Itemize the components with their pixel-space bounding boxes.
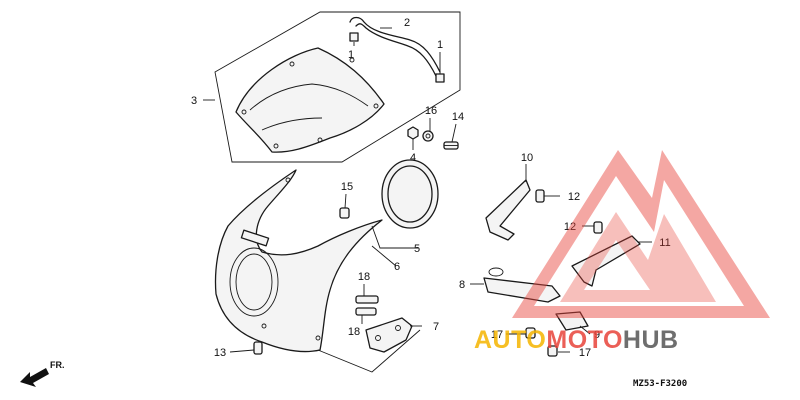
callout-12-lower: 12 <box>564 221 576 233</box>
clip-part-right <box>435 73 445 83</box>
leader-lines <box>203 27 652 373</box>
callout-3: 3 <box>191 95 197 107</box>
ring-5-part <box>381 159 439 229</box>
callout-12-upper: 12 <box>568 191 580 203</box>
bolt-12a-part <box>535 189 545 203</box>
callout-10: 10 <box>521 152 533 164</box>
callout-17-right: 17 <box>579 347 591 359</box>
bracket-9-part <box>555 311 589 331</box>
windscreen-group-outline <box>214 11 461 163</box>
callout-11: 11 <box>659 237 670 249</box>
screw-14-part <box>443 141 459 150</box>
washer-4-part <box>407 126 419 140</box>
callout-2: 2 <box>404 17 410 29</box>
watermark-text-hub: HUB <box>623 326 679 354</box>
stay-7-part <box>365 317 413 353</box>
callout-16: 16 <box>425 105 437 117</box>
callout-18-lower: 18 <box>348 326 360 338</box>
callout-4: 4 <box>410 152 416 164</box>
bolt-17a-part <box>525 327 536 339</box>
direction-label: FR. <box>50 360 65 370</box>
callout-18-upper: 18 <box>358 271 370 283</box>
callouts: 1 1 2 3 4 5 6 7 8 9 10 11 12 12 13 14 15… <box>191 17 671 359</box>
windscreen-part <box>235 47 385 153</box>
part-code: MZ53-F3200 <box>633 379 687 389</box>
callout-13: 13 <box>214 347 226 359</box>
clip-part-left <box>349 32 359 42</box>
svg-text:AUTOMOTOHUB: AUTOMOTOHUB <box>474 326 679 354</box>
callout-7: 7 <box>433 321 439 333</box>
callout-15: 15 <box>341 181 353 193</box>
callout-1-left: 1 <box>348 49 354 61</box>
callout-5: 5 <box>414 243 420 255</box>
screw-18b-part <box>355 307 377 316</box>
screw-13-part <box>253 341 263 355</box>
callout-14: 14 <box>452 111 464 123</box>
bracket-8-part <box>483 267 561 303</box>
callout-8: 8 <box>459 279 465 291</box>
nut-16-part <box>422 130 434 142</box>
callout-9: 9 <box>594 329 600 341</box>
windscreen-seal-part <box>349 16 441 77</box>
bolt-12b-part <box>593 221 603 234</box>
watermark-text-auto: AUTO <box>474 326 546 354</box>
grommet-15-part <box>339 207 350 219</box>
callout-6: 6 <box>394 261 400 273</box>
screw-18a-part <box>355 295 379 304</box>
watermark-text-moto: MOTO <box>546 326 623 354</box>
bolt-17b-part <box>547 345 558 357</box>
stay-10-part <box>485 179 531 241</box>
watermark-logo: AUTOMOTOHUB <box>474 150 770 354</box>
stay-11-part <box>571 235 641 287</box>
upper-cowl-part <box>214 169 383 353</box>
watermark-triangle-shape <box>512 150 770 318</box>
front-direction-arrow: FR. <box>20 360 65 387</box>
callout-1-right: 1 <box>437 39 443 51</box>
callout-17-left: 17 <box>491 329 503 341</box>
